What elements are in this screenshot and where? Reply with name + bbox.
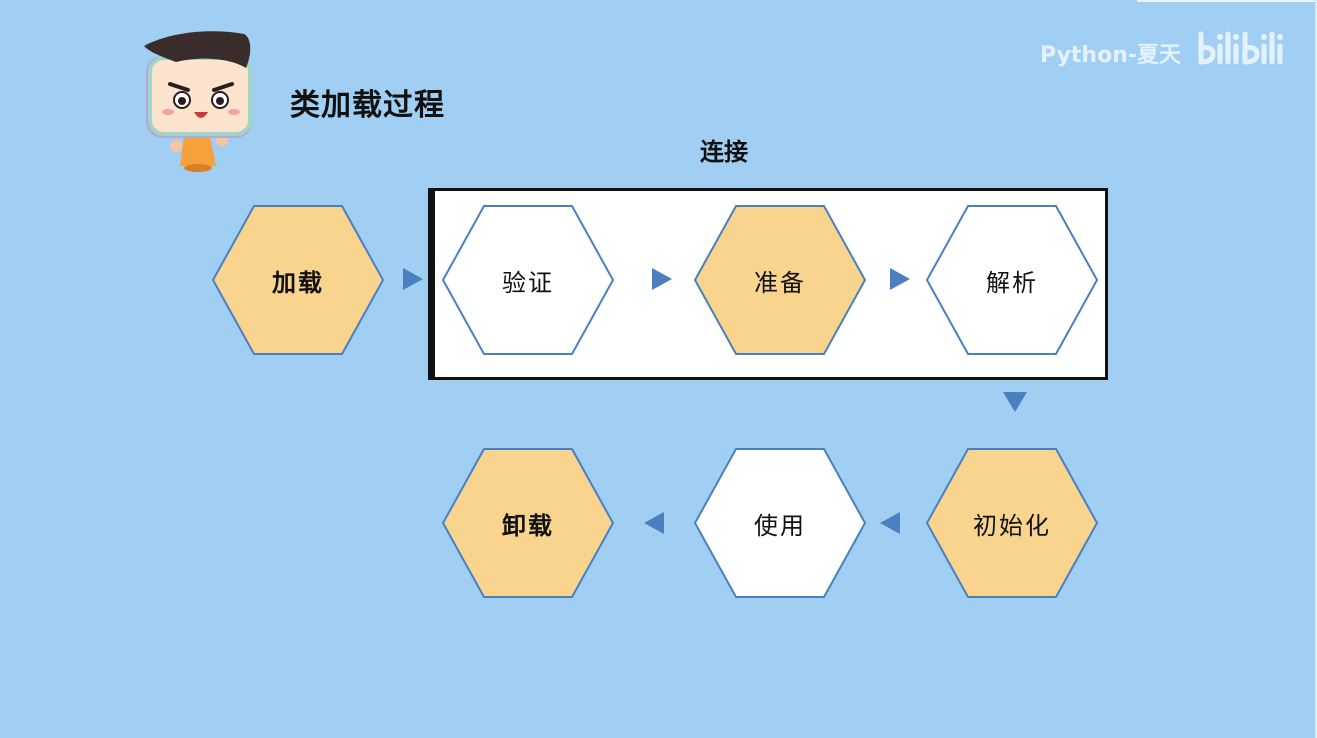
page-title: 类加载过程 [290, 88, 445, 123]
arrow-right-icon [890, 268, 910, 290]
hex-unload-label: 卸载 [502, 511, 554, 540]
arrow-left-icon [880, 512, 900, 534]
hex-use-label: 使用 [754, 511, 806, 540]
hex-verify: 验证 [441, 204, 615, 356]
hex-prepare-label: 准备 [754, 268, 806, 297]
hex-initialize-label: 初始化 [973, 511, 1051, 540]
bilibili-logo-icon [1193, 28, 1291, 77]
hex-load: 加载 [211, 204, 385, 356]
hex-prepare: 准备 [693, 204, 867, 356]
watermark: Python-夏天 [1040, 28, 1291, 77]
top-edge-strip [1137, 0, 1317, 2]
hex-use: 使用 [693, 447, 867, 599]
hex-initialize: 初始化 [925, 447, 1099, 599]
arrow-down-icon [1003, 392, 1027, 412]
watermark-author: Python-夏天 [1040, 42, 1181, 68]
hex-verify-label: 验证 [502, 268, 554, 297]
hex-unload: 卸载 [441, 447, 615, 599]
arrow-right-icon [652, 268, 672, 290]
arrow-right-icon [403, 268, 423, 290]
hex-resolve: 解析 [925, 204, 1099, 356]
arrow-left-icon [644, 512, 664, 534]
right-edge-line [1315, 0, 1317, 738]
link-group-label: 连接 [700, 138, 748, 166]
hex-load-label: 加载 [272, 268, 324, 297]
mascot-icon [140, 28, 260, 176]
hex-resolve-label: 解析 [986, 268, 1038, 297]
